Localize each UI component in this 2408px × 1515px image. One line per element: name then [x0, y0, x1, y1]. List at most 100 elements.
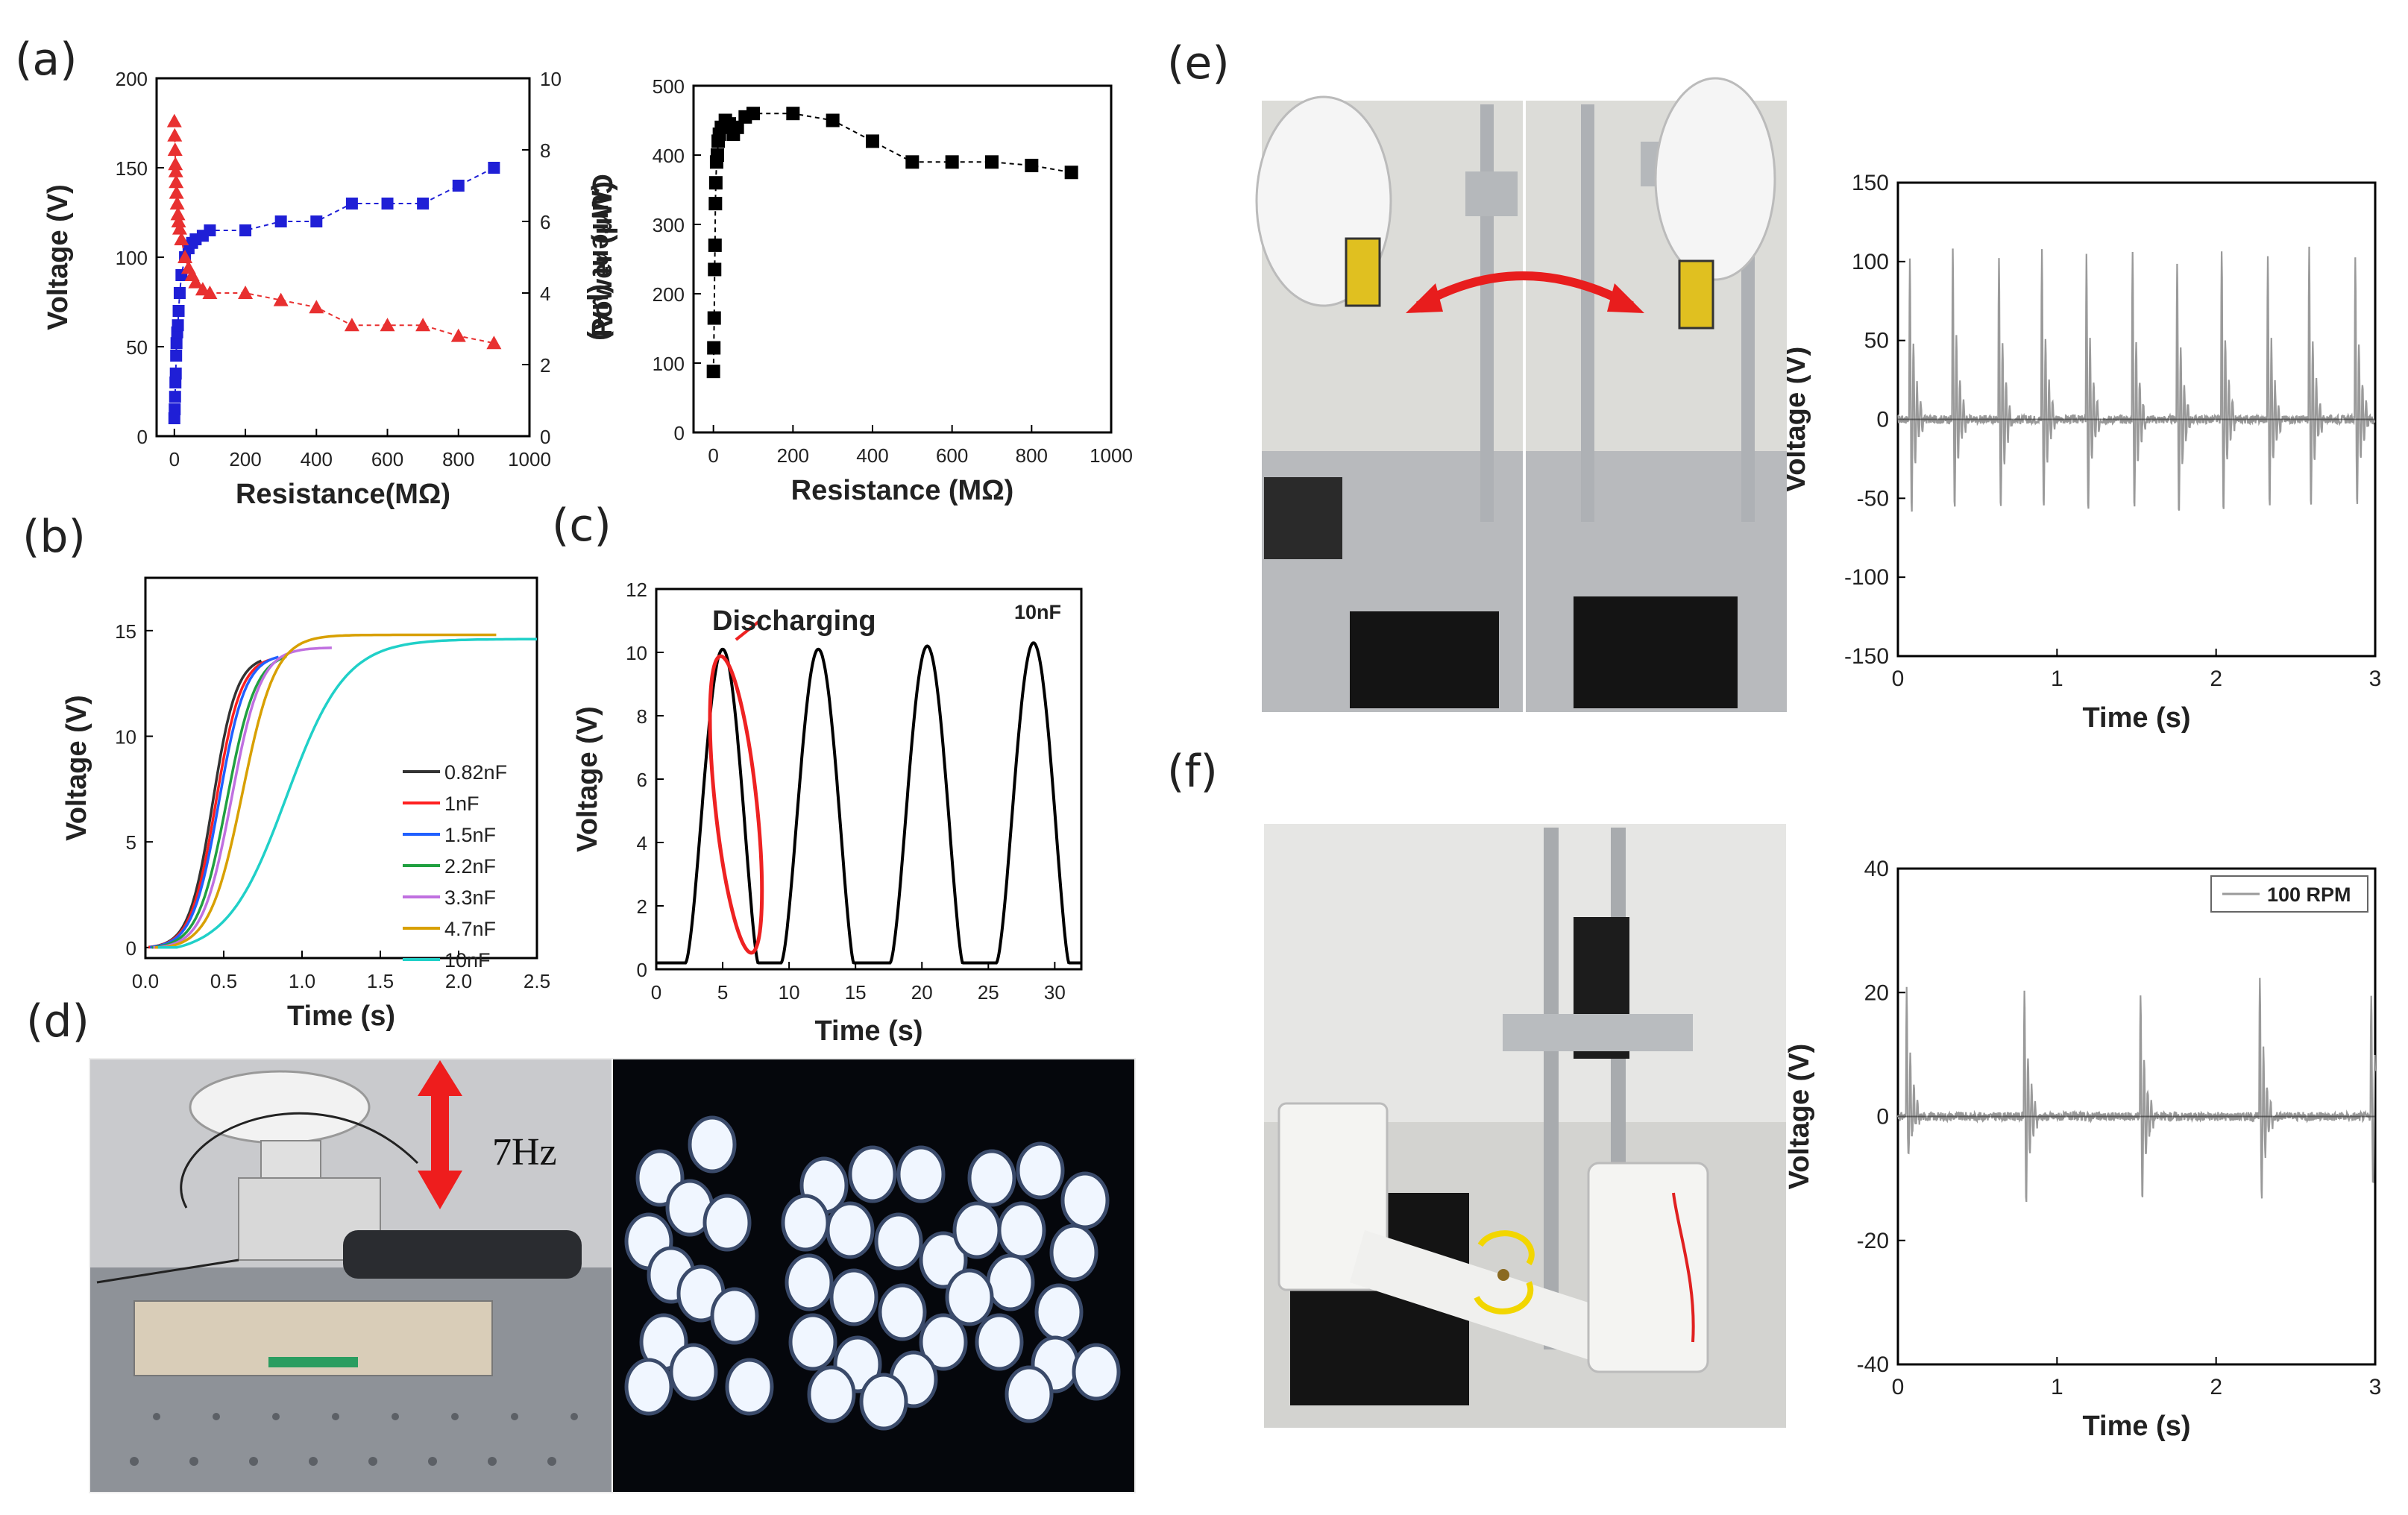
current-point: [168, 157, 183, 171]
plot-frame: [144, 576, 538, 960]
y2-tick-label: 6: [540, 211, 550, 233]
led-40: [1072, 1343, 1121, 1401]
y-tick-label: 200: [116, 68, 148, 90]
x-tick-label: 400: [301, 448, 333, 470]
led-8: [710, 1287, 759, 1345]
y-tick-label: 100: [116, 247, 148, 269]
current-point: [177, 250, 193, 263]
y-tick-label: -50: [1857, 486, 1889, 511]
power-point: [786, 107, 800, 121]
led-17: [826, 1201, 875, 1259]
swing-arrow-icon: [1415, 271, 1634, 310]
x-tick-label: 0: [708, 444, 718, 467]
legend-label: 0.82nF: [444, 761, 507, 784]
current-point: [171, 214, 186, 227]
led-37: [945, 1268, 994, 1326]
x-tick-label: 0.5: [210, 970, 237, 992]
x-tick-label: 2: [2210, 1375, 2222, 1399]
current-point: [169, 174, 184, 189]
led-22: [878, 1283, 927, 1341]
power-point: [1064, 166, 1078, 180]
frequency-label: 7Hz: [492, 1131, 557, 1174]
led-23: [919, 1313, 968, 1371]
discharge-highlight-ellipse: [708, 654, 764, 955]
y-tick-label: 20: [1864, 980, 1889, 1005]
power-point: [708, 176, 723, 190]
x-tick-label: 800: [1016, 444, 1048, 467]
x-tick-label: 1: [2051, 1375, 2063, 1399]
legend-label: 1nF: [444, 793, 480, 815]
y-tick-label: 6: [637, 769, 647, 791]
legend-label: 100 RPM: [2267, 884, 2351, 906]
power-point: [746, 107, 760, 121]
voltage-point: [239, 224, 252, 236]
power-point: [708, 238, 722, 252]
legend-label: 2.2nF: [444, 855, 496, 878]
panel-label-f: (f): [1167, 746, 1218, 798]
y-tick-label: 40: [1864, 857, 1889, 881]
rotate-arrow-icon: [1477, 1230, 1535, 1266]
y2-tick-label: 8: [540, 139, 550, 162]
led-12: [624, 1358, 673, 1416]
power-point: [706, 365, 720, 379]
y-axis-label: Voltage (V): [43, 184, 74, 330]
led-38: [975, 1313, 1024, 1371]
current-point: [166, 113, 182, 127]
series-voltage-trace: [1897, 246, 2376, 512]
x-tick-label: 3: [2369, 667, 2382, 691]
y2-tick-label: 10: [540, 68, 562, 90]
y-tick-label: 400: [653, 145, 685, 167]
current-point: [172, 221, 187, 235]
current-point: [415, 318, 431, 332]
y-axis-label: Power (μW): [587, 181, 618, 337]
x-tick-label: 3: [2369, 1375, 2382, 1399]
plot-frame: [155, 77, 531, 438]
x-axis-label: Time (s): [2082, 1411, 2190, 1442]
panel-label-e: (e): [1167, 37, 1230, 89]
legend-label: 1.5nF: [444, 824, 496, 846]
x-tick-label: 400: [856, 444, 888, 467]
x-tick-label: 25: [978, 981, 999, 1004]
y2-axis-label: Current (μA): [586, 174, 617, 341]
series-voltage-line: [173, 167, 494, 419]
x-tick-label: 0: [1892, 1375, 1905, 1399]
series-4.7nF: [154, 633, 497, 949]
x-tick-label: 10: [779, 981, 800, 1004]
y-tick-label: 4: [637, 832, 647, 854]
y-tick-label: 150: [116, 157, 148, 180]
panel-label-b: (b): [22, 511, 86, 563]
led-31: [1060, 1171, 1110, 1229]
plot-frame: [692, 84, 1113, 434]
led-33: [997, 1201, 1046, 1259]
x-tick-label: 1: [2051, 667, 2063, 691]
photo-e-setup: [1255, 77, 1787, 712]
x-tick-label: 0: [651, 981, 661, 1004]
plot-frame: [655, 588, 1083, 971]
led-1: [688, 1115, 737, 1174]
current-point: [344, 318, 359, 332]
x-tick-label: 0.0: [132, 970, 159, 992]
x-tick-label: 2: [2210, 667, 2222, 691]
legend-label: 4.7nF: [444, 918, 496, 940]
y-tick-label: 200: [653, 283, 685, 306]
y-tick-label: 50: [1864, 329, 1889, 353]
voltage-point: [417, 198, 430, 210]
y2-tick-label: 0: [540, 426, 550, 448]
power-point: [985, 155, 999, 169]
x-tick-label: 30: [1044, 981, 1066, 1004]
disc-right: [1654, 77, 1776, 281]
led-35: [986, 1253, 1035, 1311]
voltage-point: [345, 198, 358, 210]
y-tick-label: 0: [674, 422, 685, 444]
capacitance-label: 10nF: [1014, 601, 1061, 623]
x-tick-label: 1.0: [289, 970, 315, 992]
disc: [189, 1070, 371, 1144]
series-voltage-trace: [1896, 977, 2377, 1203]
power-point: [708, 262, 722, 277]
current-point: [170, 207, 186, 221]
current-point: [273, 292, 289, 306]
led-19: [919, 1231, 968, 1289]
y-tick-label: 12: [626, 579, 647, 601]
